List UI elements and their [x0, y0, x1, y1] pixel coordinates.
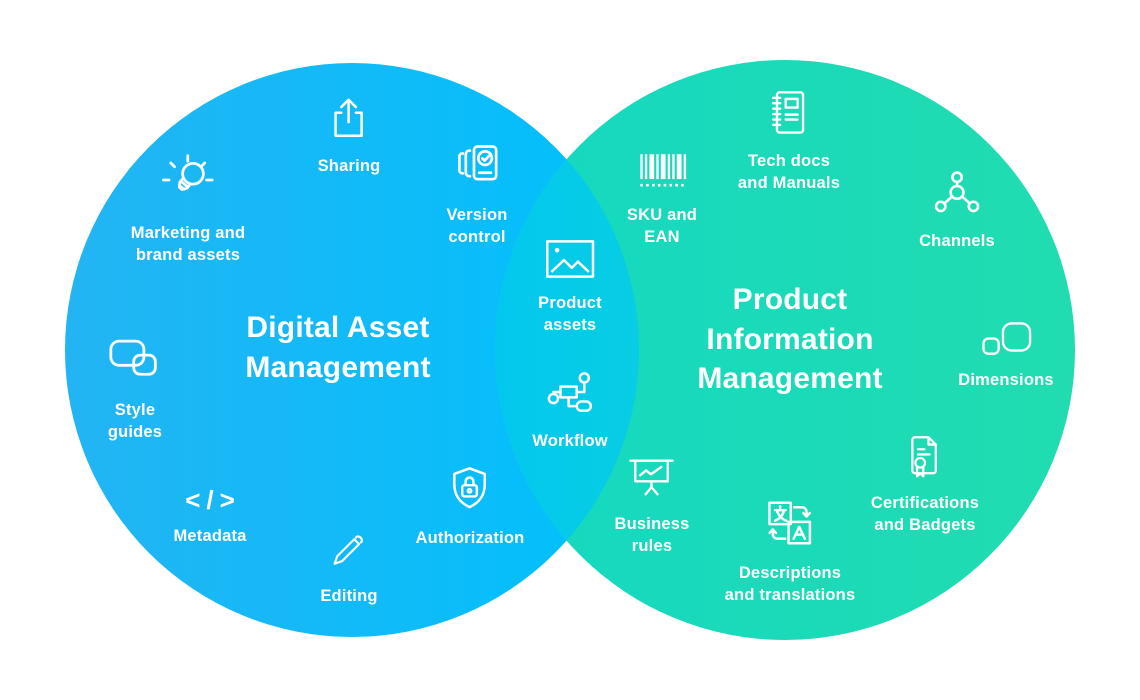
item-style-guides: Style guides [107, 336, 163, 443]
translate-icon [763, 496, 817, 550]
pim-circle [495, 60, 1075, 640]
item-label: Marketing and brand assets [130, 224, 246, 265]
item-descriptions-translations: Descriptions and translations [725, 496, 856, 606]
style-guides-icon [107, 336, 163, 387]
shapes-icon [980, 318, 1032, 357]
item-workflow: Workflow [532, 366, 608, 452]
item-channels: Channels [919, 168, 995, 252]
item-editing: Editing [320, 526, 377, 607]
item-label: Workflow [532, 432, 608, 450]
item-label: Style guides [107, 401, 163, 442]
item-label: Product assets [538, 294, 602, 335]
item-label: Descriptions and translations [724, 564, 856, 605]
item-label: Metadata [173, 526, 247, 545]
presentation-icon [626, 454, 678, 501]
pim-title: Product Information Management [697, 283, 883, 396]
item-business-rules: Business rules [615, 454, 690, 557]
item-label: Editing [320, 587, 378, 605]
item-metadata: </> Metadata [173, 486, 246, 547]
dam-title: Digital Asset Management [245, 311, 431, 384]
notebook-icon [764, 88, 814, 138]
shield-lock-icon [443, 461, 497, 515]
network-icon [929, 168, 985, 218]
item-dimensions: Dimensions [958, 318, 1054, 391]
lightbulb-icon [158, 150, 218, 210]
upload-icon [324, 93, 374, 143]
item-tech-docs: Tech docs and Manuals [738, 88, 840, 194]
certificate-icon [900, 432, 950, 480]
item-certifications: Certifications and Badgets [871, 432, 979, 536]
item-version-control: Version control [446, 136, 507, 248]
item-product-assets: Product assets [538, 238, 602, 336]
item-label: Version control [446, 206, 508, 247]
item-label: Certifications and Badgets [870, 494, 980, 535]
barcode-icon [635, 151, 689, 192]
code-icon: </> [185, 485, 241, 515]
item-marketing-brand-assets: Marketing and brand assets [131, 150, 245, 266]
item-label: Dimensions [958, 371, 1054, 389]
item-label: Tech docs and Manuals [737, 152, 841, 193]
version-control-icon [449, 136, 505, 192]
image-icon [544, 238, 596, 280]
item-label: Authorization [415, 529, 525, 547]
pen-icon [326, 526, 373, 573]
item-sharing: Sharing [318, 93, 381, 177]
item-label: Channels [919, 232, 995, 250]
item-sku-ean: SKU and EAN [627, 151, 697, 248]
dam-circle [65, 63, 639, 637]
item-label: Business rules [614, 515, 690, 556]
item-label: Sharing [317, 157, 381, 175]
item-label: SKU and EAN [626, 206, 698, 247]
item-authorization: Authorization [416, 461, 525, 549]
workflow-icon [544, 366, 596, 418]
